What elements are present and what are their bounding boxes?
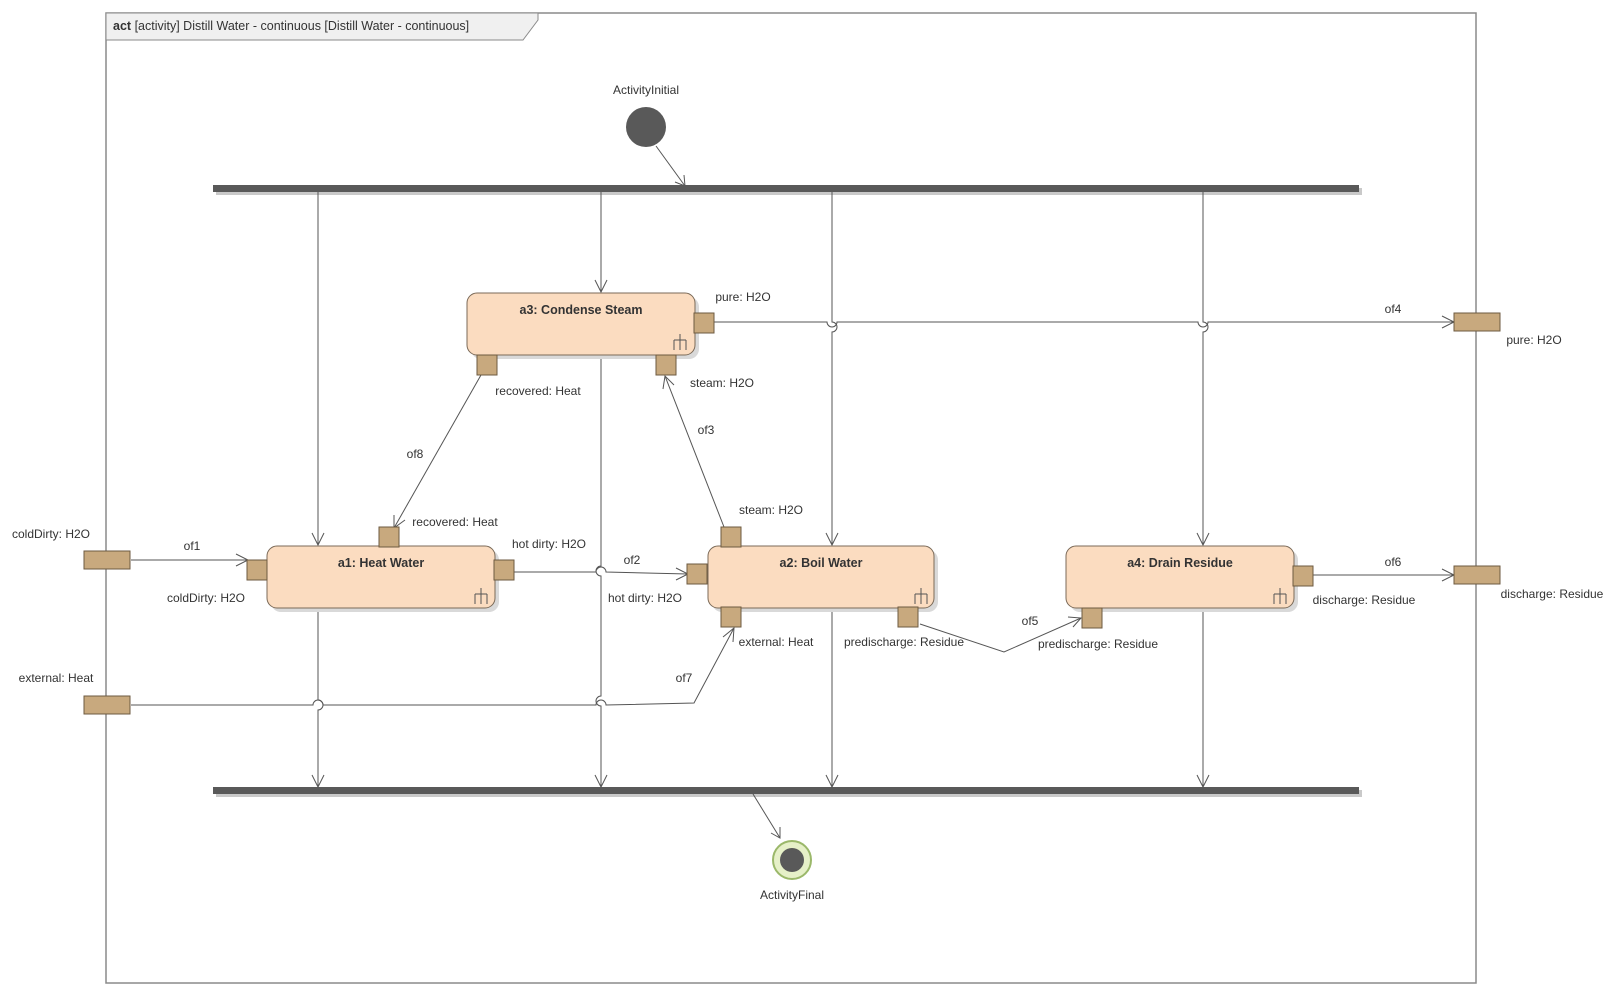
a2-pin-predischarge[interactable] bbox=[897, 606, 919, 628]
flow-a3-to-join-arrow bbox=[594, 774, 608, 789]
flow-of7-arrow bbox=[722, 626, 735, 643]
frame-tab bbox=[105, 12, 539, 41]
param-pin-colddirty-label: coldDirty: H2O bbox=[12, 527, 90, 541]
flow-a4-to-join-arrow bbox=[1196, 774, 1210, 789]
a3-pin-recovered-label: recovered: Heat bbox=[495, 384, 581, 398]
a3-pin-steam[interactable] bbox=[655, 354, 677, 376]
a1-pin-hotdirty-label: hot dirty: H2O bbox=[512, 537, 586, 551]
a2-pin-steam-label: steam: H2O bbox=[739, 503, 803, 517]
a3-pin-pure[interactable] bbox=[693, 312, 715, 334]
param-pin-external-label: external: Heat bbox=[19, 671, 94, 685]
rake-icon bbox=[673, 334, 687, 350]
param-pin-colddirty[interactable] bbox=[83, 550, 131, 570]
flow-fork-to-a3-arrow bbox=[594, 279, 608, 294]
a2-pin-steam[interactable] bbox=[720, 526, 742, 548]
flow-of5-label: of5 bbox=[1022, 614, 1039, 628]
flow-of8[interactable] bbox=[393, 374, 482, 529]
flow-of2[interactable] bbox=[514, 566, 689, 575]
a4-pin-discharge-label: discharge: Residue bbox=[1313, 593, 1416, 607]
rake-icon bbox=[474, 588, 488, 604]
rake-icon bbox=[914, 588, 928, 604]
frame-title-text: [activity] Distill Water - continuous [D… bbox=[135, 19, 470, 33]
a2-pin-hotdirty[interactable] bbox=[686, 563, 708, 585]
flow-fork-to-a4[interactable] bbox=[1202, 192, 1209, 545]
flow-of3[interactable] bbox=[664, 375, 725, 528]
a1-pin-colddirty-label: coldDirty: H2O bbox=[167, 591, 245, 605]
a2-pin-external-label: external: Heat bbox=[739, 635, 814, 649]
a4-pin-discharge[interactable] bbox=[1292, 565, 1314, 587]
flow-of7-label: of7 bbox=[676, 671, 693, 685]
param-pin-pure[interactable] bbox=[1453, 312, 1501, 332]
final-node-label: ActivityFinal bbox=[760, 888, 824, 902]
a1-pin-hotdirty[interactable] bbox=[493, 559, 515, 581]
initial-node[interactable] bbox=[626, 107, 666, 147]
flow-of2-label: of2 bbox=[624, 553, 641, 567]
flow-of1-label: of1 bbox=[184, 539, 201, 553]
flow-of4[interactable] bbox=[712, 321, 1454, 328]
a3-pin-steam-label: steam: H2O bbox=[690, 376, 754, 390]
a3-pin-recovered[interactable] bbox=[476, 354, 498, 376]
param-pin-external[interactable] bbox=[83, 695, 131, 715]
flow-fork-to-a2-arrow bbox=[825, 532, 839, 547]
a1-pin-recovered[interactable] bbox=[378, 526, 400, 548]
flow-of4-label: of4 bbox=[1385, 302, 1402, 316]
a2-pin-external[interactable] bbox=[720, 606, 742, 628]
initial-node-label: ActivityInitial bbox=[613, 83, 679, 97]
flow-initial-to-fork[interactable] bbox=[655, 145, 686, 187]
a3-pin-pure-label: pure: H2O bbox=[715, 290, 770, 304]
flow-a3-to-join[interactable] bbox=[595, 354, 602, 787]
flow-fork-to-a4-arrow bbox=[1196, 532, 1210, 547]
param-pin-discharge[interactable] bbox=[1453, 565, 1501, 585]
flow-join-to-final[interactable] bbox=[752, 793, 781, 839]
flow-of6-label: of6 bbox=[1385, 555, 1402, 569]
action-a2-boil-water[interactable] bbox=[707, 545, 935, 609]
a2-pin-predischarge-label: predischarge: Residue bbox=[844, 635, 964, 649]
flow-fork-to-a2[interactable] bbox=[831, 192, 838, 545]
flow-of5[interactable] bbox=[919, 617, 1082, 653]
final-node-core bbox=[780, 848, 804, 872]
fork-bar[interactable] bbox=[213, 185, 1359, 192]
param-pin-discharge-label: discharge: Residue bbox=[1501, 587, 1604, 601]
flow-of3-label: of3 bbox=[698, 423, 715, 437]
action-a2-title: a2: Boil Water bbox=[780, 556, 863, 570]
action-a3-title: a3: Condense Steam bbox=[520, 303, 643, 317]
action-a4-title: a4: Drain Residue bbox=[1127, 556, 1233, 570]
param-pin-pure-label: pure: H2O bbox=[1506, 333, 1561, 347]
flow-join-to-final-arrow bbox=[770, 827, 781, 839]
a2-pin-hotdirty-label: hot dirty: H2O bbox=[608, 591, 682, 605]
flow-a2-to-join-arrow bbox=[825, 774, 839, 789]
flow-of7[interactable] bbox=[131, 627, 735, 706]
a1-pin-recovered-label: recovered: Heat bbox=[412, 515, 498, 529]
flow-a1-to-join-arrow bbox=[311, 774, 325, 789]
a4-pin-predischarge[interactable] bbox=[1081, 607, 1103, 629]
frame-title: act [activity] Distill Water - continuou… bbox=[113, 19, 469, 33]
flow-of8-label: of8 bbox=[407, 447, 424, 461]
frame-keyword: act bbox=[113, 19, 132, 33]
activity-frame bbox=[105, 12, 1477, 984]
rake-icon bbox=[1273, 588, 1287, 604]
flow-of3-arrow bbox=[662, 374, 675, 390]
action-a1-title: a1: Heat Water bbox=[338, 556, 425, 570]
join-bar[interactable] bbox=[213, 787, 1359, 794]
flow-of5-arrow bbox=[1067, 616, 1083, 628]
flow-fork-to-a1-arrow bbox=[311, 532, 325, 547]
a4-pin-predischarge-label: predischarge: Residue bbox=[1038, 637, 1158, 651]
a1-pin-colddirty[interactable] bbox=[246, 559, 268, 581]
